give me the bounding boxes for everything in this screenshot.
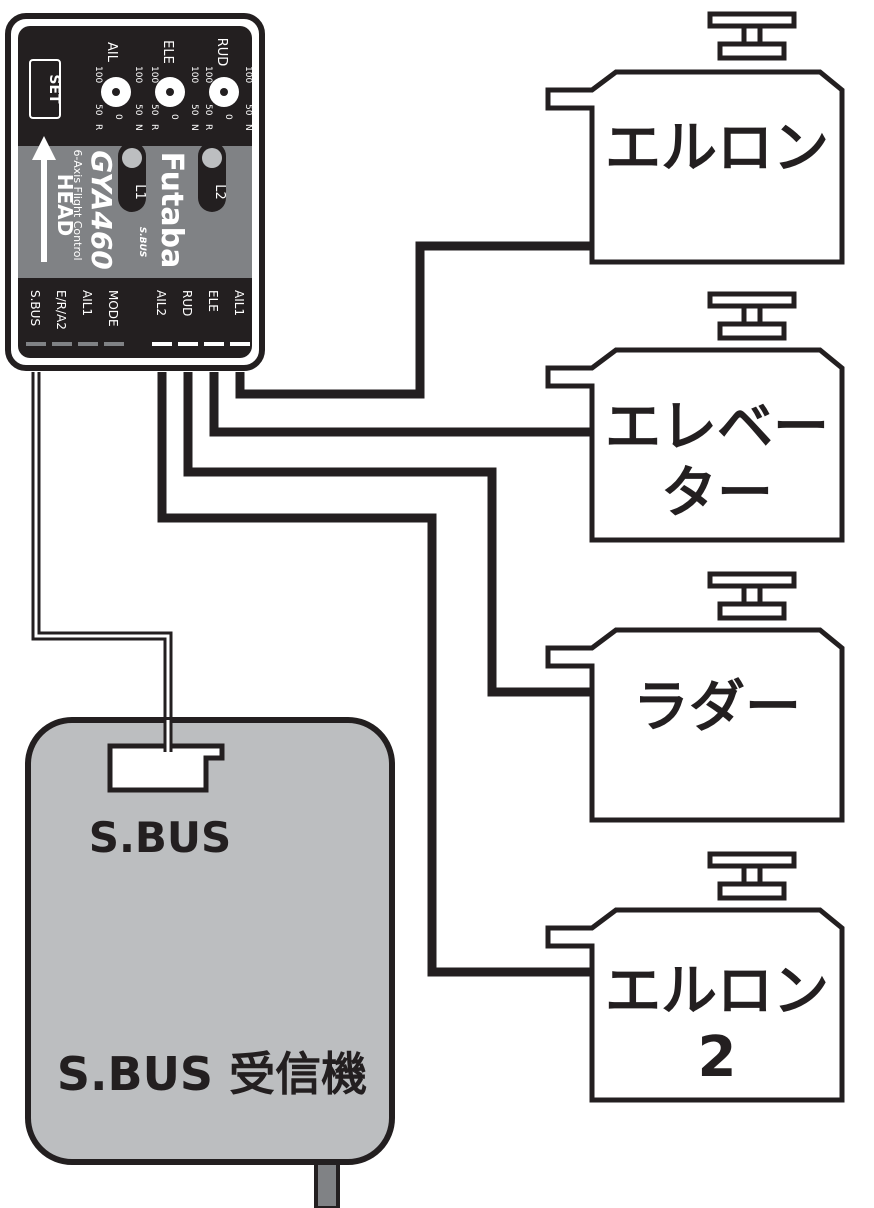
port-label-ail1-left: AIL1: [80, 290, 94, 316]
set-button-label: SET: [46, 74, 62, 104]
svg-text:100: 100: [93, 66, 103, 83]
svg-text:100: 100: [189, 66, 199, 83]
svg-text:50: 50: [133, 104, 143, 116]
svg-text:RUD: RUD: [214, 38, 229, 67]
port-label-ail2: AIL2: [154, 290, 168, 316]
servo-label-aileron2-line1: エルロン: [605, 959, 829, 1024]
svg-text:N: N: [189, 124, 199, 131]
led-l1: L1: [118, 142, 147, 212]
port-labels: S.BUS E/R/A2 AIL1 MODE AIL2 RUD ELE AIL1: [28, 290, 246, 330]
port-label-ele: ELE: [206, 290, 220, 312]
svg-text:50: 50: [203, 104, 213, 116]
svg-text:100: 100: [203, 66, 213, 83]
set-button[interactable]: SET: [29, 59, 62, 119]
servo-horn-icon: [707, 11, 797, 61]
port-label-sbus: S.BUS: [28, 290, 42, 326]
head-label: HEAD: [53, 174, 77, 236]
servo-label-aileron: エルロン: [605, 116, 829, 181]
led-l2: L2: [198, 142, 227, 212]
svg-text:50: 50: [189, 104, 199, 116]
wire-rud: [183, 372, 592, 697]
servo-label-rudder: ラダー: [633, 675, 801, 740]
head-arrow-icon: [32, 136, 56, 262]
servo-label-elevator-line2: ター: [661, 461, 773, 526]
servo-aileron-2: エルロン 2: [545, 851, 845, 1103]
svg-text:0: 0: [113, 114, 123, 120]
wires: [31, 241, 592, 977]
svg-text:0: 0: [223, 114, 233, 120]
dial-rud[interactable]: RUD 100 50 R 0 100 50 N: [203, 38, 253, 131]
servo-label-elevator-line1: エレベー: [605, 395, 829, 460]
svg-text:100: 100: [149, 66, 159, 83]
receiver-body: [25, 717, 395, 1165]
svg-text:AIL: AIL: [104, 42, 119, 63]
wire-ail1: [235, 241, 592, 399]
port-label-mode: MODE: [106, 290, 120, 327]
wire-sbus: [31, 372, 173, 752]
wire-ele: [209, 372, 592, 437]
servo-rudder: ラダー: [545, 571, 845, 823]
svg-text:50: 50: [93, 104, 103, 116]
receiver-antenna: [314, 1160, 340, 1208]
svg-text:50: 50: [149, 104, 159, 116]
port-label-ail1: AIL1: [232, 290, 246, 316]
svg-text:ELE: ELE: [160, 40, 175, 64]
receiver: S.BUS S.BUS 受信機: [25, 717, 395, 1208]
bus-logo: S.BUS: [137, 227, 147, 258]
model-name: GYA460: [85, 150, 118, 270]
svg-text:50: 50: [243, 104, 253, 116]
svg-text:N: N: [243, 124, 253, 131]
wire-ail2: [157, 372, 592, 977]
gyro-unit: SET HEAD GYA460 6-Axis Flight Control Fu…: [5, 13, 265, 371]
port-label-rud: RUD: [180, 290, 194, 316]
servo-horn-icon: [707, 851, 797, 901]
svg-text:N: N: [133, 124, 143, 131]
svg-text:100: 100: [133, 66, 143, 83]
port-plugs: [26, 342, 250, 346]
receiver-port-label: S.BUS: [89, 813, 232, 862]
servo-horn-icon: [707, 291, 797, 341]
brand-name: Futaba: [154, 152, 189, 269]
model-subtitle: 6-Axis Flight Control: [71, 149, 84, 260]
dial-ail[interactable]: AIL 100 50 R 0 100 50 N: [93, 42, 143, 131]
sbus-connector-icon: [107, 743, 225, 793]
svg-text:0: 0: [169, 114, 179, 120]
svg-text:R: R: [149, 124, 159, 130]
servo-elevator: エレベー ター: [545, 291, 845, 543]
port-label-era2: E/R/A2: [54, 290, 68, 330]
svg-text:L2: L2: [212, 184, 227, 200]
svg-text:R: R: [93, 124, 103, 130]
servo-horn-icon: [707, 571, 797, 621]
servo-aileron: エルロン: [545, 11, 845, 265]
receiver-name: S.BUS 受信機: [57, 1047, 367, 1101]
svg-text:L1: L1: [132, 184, 147, 200]
svg-text:R: R: [203, 124, 213, 130]
servo-label-aileron2-line2: 2: [698, 1025, 737, 1090]
svg-text:100: 100: [243, 66, 253, 83]
dial-ele[interactable]: ELE 100 50 R 0 100 50 N: [149, 40, 199, 131]
